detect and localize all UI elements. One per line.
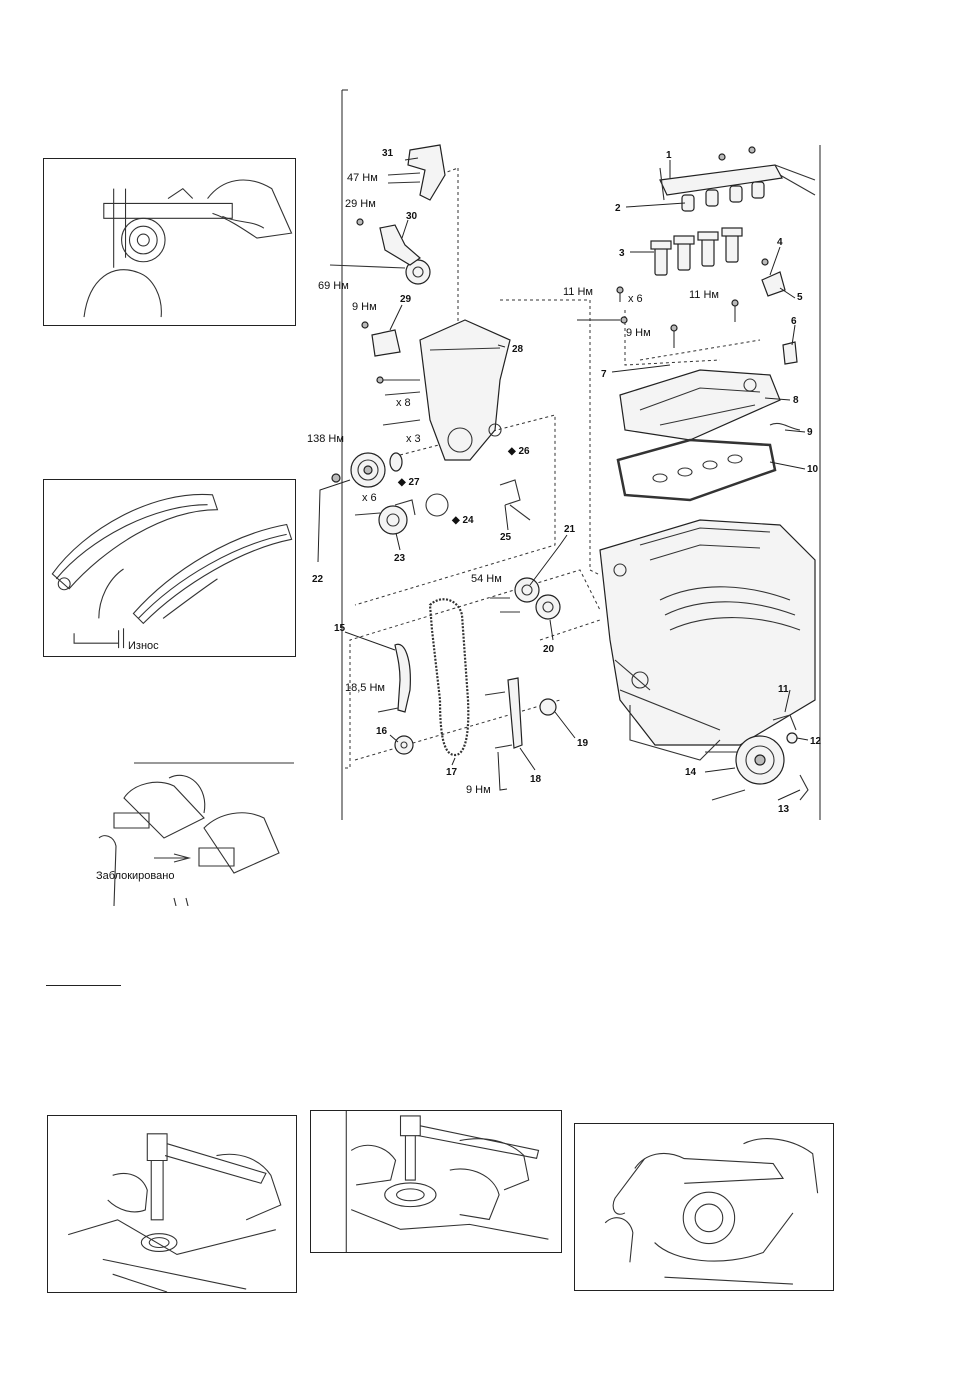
alternator-bracket (800, 775, 808, 800)
qty-x3: x 3 (406, 433, 421, 445)
part-label-12: 12 (810, 736, 822, 747)
part-label-28: 28 (512, 344, 524, 355)
torque-11-sensor: 11 Нм (689, 289, 719, 301)
crank-position-sensor (500, 480, 530, 520)
part-label-30: 30 (406, 211, 418, 222)
torque-69: 69 Нм (318, 280, 349, 292)
part-label-14: 14 (685, 767, 697, 778)
gasket-plug-holes (653, 455, 742, 482)
timing-chain (430, 599, 468, 755)
part-label-1: 1 (666, 150, 672, 161)
marker-24: ◆ 24 (451, 515, 474, 526)
torque-18-5: 18,5 Нм (345, 682, 385, 694)
valve-cover-gasket (618, 440, 775, 500)
crankshaft-pulley (351, 453, 385, 487)
part-label-4: 4 (777, 237, 783, 248)
part-label-11: 11 (778, 684, 789, 695)
part-label-15: 15 (334, 623, 346, 634)
part-label-3: 3 (619, 248, 625, 259)
engine-mount-bracket (408, 145, 445, 200)
ignition-coils (651, 228, 742, 275)
part-label-5: 5 (797, 292, 803, 303)
part-label-16: 16 (376, 726, 388, 737)
front-oil-seal (390, 453, 402, 471)
oil-pump-sprocket (540, 699, 556, 715)
torque-9-cover: 9 Нм (626, 327, 651, 339)
part-label-31: 31 (382, 148, 394, 159)
o-ring (426, 494, 448, 516)
chain-tensioner (372, 330, 400, 356)
part-label-8: 8 (793, 395, 799, 406)
part-label-22: 22 (312, 574, 324, 585)
cam-sensor (762, 272, 785, 296)
qty-x6-cover: x 6 (628, 293, 643, 305)
part-label-17: 17 (446, 767, 458, 778)
tensioner-slipper (395, 644, 410, 712)
marker-27: ◆ 27 (397, 477, 420, 488)
part-label-6: 6 (791, 316, 797, 327)
part-label-2: 2 (615, 203, 621, 214)
qty-x6-pulley: x 6 (362, 492, 377, 504)
part-label-18: 18 (530, 774, 542, 785)
timing-chain-cover (420, 320, 510, 460)
torque-9-tensioner: 9 Нм (352, 301, 377, 313)
crankshaft-sprocket (395, 736, 413, 754)
torque-138: 138 Нм (307, 433, 344, 445)
torque-29: 29 Нм (345, 198, 376, 210)
part-label-7: 7 (601, 369, 607, 380)
part-label-25: 25 (500, 532, 512, 543)
part-label-9: 9 (807, 427, 813, 438)
part-label-13: 13 (778, 804, 790, 815)
part-label-29: 29 (400, 294, 412, 305)
marker-26: ◆ 26 (507, 446, 530, 457)
chain-guide (508, 678, 522, 748)
part-label-21: 21 (564, 524, 576, 535)
part-label-10: 10 (807, 464, 819, 475)
engine-block (600, 520, 815, 760)
camshaft-timing-gears (515, 578, 560, 619)
part-label-23: 23 (394, 553, 406, 564)
torque-54: 54 Нм (471, 573, 502, 585)
qty-x8: x 8 (396, 397, 411, 409)
oil-filler (783, 342, 797, 364)
part-label-19: 19 (577, 738, 589, 749)
valve-cover (620, 370, 780, 440)
torque-11-cover: 11 Нм (563, 286, 593, 298)
torque-47: 47 Нм (347, 172, 378, 184)
part-label-20: 20 (543, 644, 555, 655)
torque-9-guide: 9 Нм (466, 784, 491, 796)
drive-belt-tensioner (379, 500, 415, 534)
